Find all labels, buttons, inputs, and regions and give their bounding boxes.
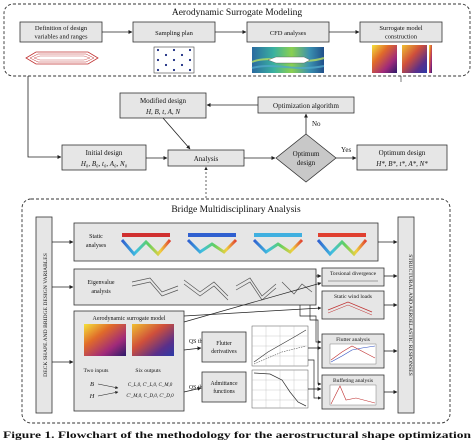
- static-fem-thumbnails: [120, 233, 368, 257]
- optimum-design-decision: Optimum design: [275, 133, 337, 183]
- surrogate-heatmap-thumbnail: [372, 45, 432, 73]
- figure-caption: Figure 1. Flowchart of the methodology f…: [3, 430, 471, 440]
- no-label: No: [312, 120, 321, 128]
- svg-text:construction: construction: [385, 34, 418, 41]
- svg-text:Flutter analysis: Flutter analysis: [336, 337, 370, 343]
- surrogate-heatmap-left: [84, 324, 126, 356]
- svg-text:design: design: [297, 159, 316, 167]
- svg-text:C_L,0, C'_L,0, C_M,0: C_L,0, C'_L,0, C_M,0: [128, 383, 173, 388]
- arrow-surrogate-to-flutter-derivs: [183, 346, 202, 351]
- svg-text:H: H: [89, 393, 95, 400]
- left-vertical-bar: DECK SHAPE AND BRIDGE DESIGN VARIABLES: [35, 216, 53, 414]
- svg-text:C'_M,0, C_D,0, C'_D,0: C'_M,0, C_D,0, C'_D,0: [126, 394, 174, 399]
- bridge-analysis-panel: [21, 198, 451, 424]
- svg-text:STRUCTURAL AND AEROELASTIC RES: STRUCTURAL AND AEROELASTIC RESPONSES: [407, 254, 413, 375]
- surrogate-heatmap-right: [132, 324, 174, 356]
- svg-text:Analysis: Analysis: [194, 155, 219, 163]
- mode-shape-thumbnails: [131, 277, 313, 301]
- svg-text:Optimum: Optimum: [293, 150, 320, 158]
- eigenvalue-analysis-row: Eigenvalue analysis: [73, 268, 317, 306]
- admittance-functions-box: Admittance functions: [201, 371, 247, 403]
- analysis-box: Analysis: [167, 149, 245, 167]
- optimization-algorithm-box: Optimization algorithm: [257, 96, 355, 114]
- svg-text:Optimum design: Optimum design: [379, 149, 426, 157]
- svg-text:Eigenvalue: Eigenvalue: [88, 280, 115, 286]
- deck-section-thumbnail: [25, 51, 99, 65]
- svg-text:Torsional divergence: Torsional divergence: [330, 271, 377, 277]
- svg-text:H*, B*, t*, A*, N*: H*, B*, t*, A*, N*: [375, 160, 428, 168]
- svg-text:DECK SHAPE AND BRIDGE DESIGN V: DECK SHAPE AND BRIDGE DESIGN VARIABLES: [43, 253, 49, 377]
- arrow-surrogate-to-admittance: [183, 386, 202, 393]
- svg-text:functions: functions: [213, 388, 235, 395]
- arrow-surrogate-to-torsional: [183, 282, 322, 323]
- svg-text:Static: Static: [89, 234, 103, 240]
- step-surrogate-construction: Surrogate model construction: [359, 21, 443, 73]
- arrow-flutter-derivs-to-buffeting: [308, 359, 322, 400]
- bridge-analysis-title: Bridge Multidisciplinary Analysis: [171, 205, 301, 215]
- svg-text:H, B, t, A, N: H, B, t, A, N: [145, 108, 180, 116]
- svg-text:H₀, B₀, t₀, A₀, N₀: H₀, B₀, t₀, A₀, N₀: [80, 160, 128, 168]
- sampling-plan-thumbnail: [153, 46, 195, 74]
- static-wind-loads-box: Static wind loads: [321, 290, 385, 320]
- torsional-divergence-box: Torsional divergence: [321, 267, 385, 287]
- svg-text:Flutter: Flutter: [216, 341, 232, 347]
- optimum-design-box: Optimum design H*, B*, t*, A*, N*: [356, 144, 448, 171]
- svg-text:Two inputs: Two inputs: [84, 368, 109, 374]
- svg-text:Static wind loads: Static wind loads: [334, 294, 372, 300]
- qs-theory-label-top: QS theory: [189, 339, 213, 345]
- step-sampling-plan: Sampling plan: [132, 21, 216, 74]
- right-vertical-bar: STRUCTURAL AND AEROELASTIC RESPONSES: [397, 216, 415, 414]
- cfd-flow-thumbnail: [251, 47, 325, 73]
- step-design-variables: Definition of design variables and range…: [19, 21, 103, 65]
- svg-text:CFD analyses: CFD analyses: [270, 30, 307, 37]
- aerodynamic-surrogate-box: Aerodynamic surrogate model Two inputs S…: [73, 310, 185, 412]
- arrow-surrogate-to-windloads: [183, 306, 322, 317]
- svg-text:variables and ranges: variables and ranges: [34, 34, 88, 41]
- flutter-analysis-box: Flutter analysis: [321, 333, 385, 369]
- surrogate-modeling-title: Aerodynamic Surrogate Modeling: [172, 8, 303, 18]
- step-cfd-analyses: CFD analyses: [246, 21, 330, 73]
- svg-text:analyses: analyses: [86, 243, 107, 249]
- yes-label: Yes: [341, 146, 351, 154]
- svg-text:Initial design: Initial design: [86, 149, 123, 157]
- modified-design-box: Modified design H, B, t, A, N: [119, 92, 207, 119]
- arrow-eigen-to-buffeting: [309, 305, 322, 386]
- admittance-plot: [251, 369, 309, 409]
- buffeting-analysis-box: Buffeting analysis: [321, 374, 385, 410]
- svg-text:Modified design: Modified design: [140, 97, 187, 105]
- svg-text:Sampling plan: Sampling plan: [155, 30, 193, 37]
- initial-design-box: Initial design H₀, B₀, t₀, A₀, N₀: [61, 144, 147, 171]
- flutter-derivatives-box: Flutter derivatives: [201, 331, 247, 363]
- static-analyses-row: Static analyses: [73, 222, 379, 262]
- svg-text:analysis: analysis: [91, 289, 111, 295]
- svg-text:derivatives: derivatives: [211, 349, 237, 355]
- svg-text:Six outputs: Six outputs: [135, 368, 160, 374]
- svg-text:Definition of design: Definition of design: [35, 25, 88, 32]
- svg-text:Surrogate model: Surrogate model: [379, 25, 422, 32]
- svg-text:Admittance: Admittance: [210, 381, 237, 387]
- svg-text:Optimization algorithm: Optimization algorithm: [273, 102, 339, 110]
- svg-text:B: B: [90, 381, 94, 388]
- svg-text:Buffeting analysis: Buffeting analysis: [333, 377, 373, 384]
- svg-text:Aerodynamic surrogate model: Aerodynamic surrogate model: [93, 316, 166, 322]
- flutter-derivatives-plot: [251, 325, 309, 367]
- arrow-surrogate-to-initial: [27, 76, 62, 159]
- arrow-modified-to-analysis: [162, 117, 191, 150]
